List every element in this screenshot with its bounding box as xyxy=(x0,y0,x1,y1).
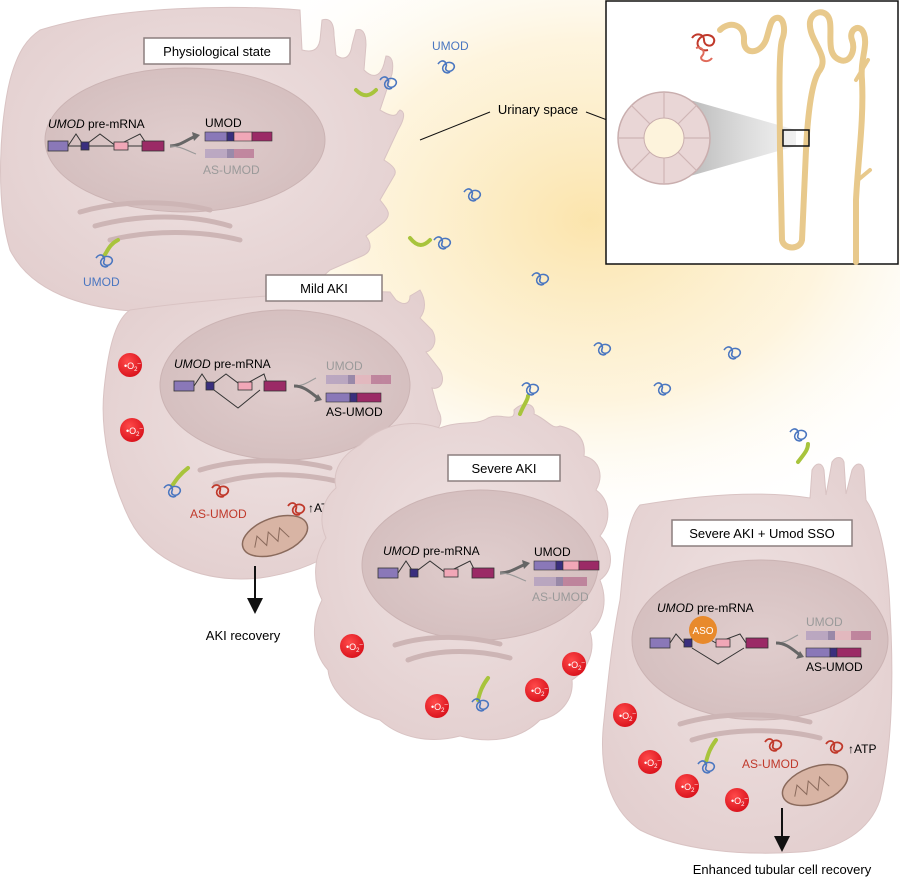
ros-badge xyxy=(638,750,662,774)
magnification-cone xyxy=(676,96,796,180)
cell-title-box xyxy=(671,519,853,547)
as-umod-protein xyxy=(764,738,783,752)
free-umod-label: UMOD xyxy=(432,39,469,53)
umod-protein xyxy=(95,238,120,268)
product-as-umod-label: AS-UMOD xyxy=(326,405,383,419)
ros-badge xyxy=(425,694,449,718)
as-umod-label: AS-UMOD xyxy=(190,507,247,521)
premrna-gene-model xyxy=(47,133,165,152)
ros-molecules: •O2– •O2– •O2– •O2– xyxy=(613,703,749,812)
as-umod-protein xyxy=(211,484,230,498)
ros-badge xyxy=(725,788,749,812)
ros-badge xyxy=(562,652,586,676)
ros-molecules: •O2– •O2– xyxy=(118,353,144,442)
premrna-gene-model xyxy=(173,373,287,409)
atp-label: ↑ATP xyxy=(848,742,876,756)
urinary-space-label: Urinary space xyxy=(498,102,578,117)
ros-badge xyxy=(525,678,549,702)
free-umod-proteins xyxy=(437,60,742,396)
aso-molecule xyxy=(689,616,717,644)
cell-title: Severe AKI + Umod SSO xyxy=(689,526,835,541)
product-as-umod-label: AS-UMOD xyxy=(203,163,260,177)
as-umod-protein xyxy=(287,502,306,516)
product-as-umod-label: AS-UMOD xyxy=(532,590,589,604)
product-as-umod-label: AS-UMOD xyxy=(806,660,863,674)
membrane-umod-proteins xyxy=(354,76,810,464)
product-umod-label: UMOD xyxy=(534,545,571,559)
endoplasmic-reticulum xyxy=(677,712,823,743)
as-umod-label: AS-UMOD xyxy=(742,757,799,771)
splice-arrows xyxy=(775,634,804,659)
mrna-as-umod xyxy=(205,149,254,158)
premrna-label: UMOD pre-mRNA xyxy=(657,601,754,615)
endoplasmic-reticulum xyxy=(77,200,243,243)
umod-protein xyxy=(697,738,718,774)
ros-symbol: •O2– xyxy=(126,426,144,438)
ros-symbol: •O2– xyxy=(346,642,364,654)
splice-arrows xyxy=(293,377,322,402)
outcome-label: Enhanced tubular cell recovery xyxy=(693,862,872,877)
nephron-inset xyxy=(605,0,899,265)
mitochondrion xyxy=(241,514,309,558)
ros-badge xyxy=(675,774,699,798)
mrna-umod xyxy=(204,131,273,142)
outcome-label: AKI recovery xyxy=(206,628,281,643)
ros-molecules: •O2– •O2– •O2– •O2– xyxy=(340,634,586,718)
mrna-as-umod xyxy=(805,647,862,658)
endoplasmic-reticulum xyxy=(197,458,343,487)
endoplasmic-reticulum xyxy=(392,634,513,663)
ros-badge xyxy=(613,703,637,727)
tubule-cross-section xyxy=(617,91,711,185)
ros-symbol: •O2– xyxy=(568,660,586,672)
nephron-tubule xyxy=(717,9,872,265)
mrna-as-umod xyxy=(325,392,382,403)
cell-title: Mild AKI xyxy=(300,281,348,296)
premrna-gene-model xyxy=(377,560,495,579)
cell-physiological: Physiological state UMOD pre-mRNA UMOD xyxy=(0,6,405,313)
cell-title-box xyxy=(143,37,291,65)
mrna-umod xyxy=(533,560,600,571)
product-umod-label: UMOD xyxy=(806,615,843,629)
ros-symbol: •O2– xyxy=(124,361,142,373)
ros-badge xyxy=(118,353,142,377)
ros-badge xyxy=(120,418,144,442)
premrna-label: UMOD pre-mRNA xyxy=(174,357,271,371)
ros-symbol: •O2– xyxy=(619,711,637,723)
glomerulus xyxy=(691,33,716,63)
umod-protein xyxy=(471,676,490,712)
mitochondrion xyxy=(781,763,849,807)
cell-title-box xyxy=(265,274,383,302)
premrna-label: UMOD pre-mRNA xyxy=(383,544,480,558)
aso-label: ASO xyxy=(692,626,713,637)
product-umod-label: UMOD xyxy=(205,116,242,130)
mrna-umod xyxy=(326,375,391,384)
ros-symbol: •O2– xyxy=(681,782,699,794)
splice-arrows xyxy=(169,132,200,155)
cell-title: Severe AKI xyxy=(471,461,536,476)
ros-symbol: •O2– xyxy=(431,702,449,714)
leader-line-left xyxy=(419,111,491,141)
cell-severe-aki-sso: Severe AKI + Umod SSO UMOD pre-mRNA ASO … xyxy=(602,457,893,877)
umod-protein-label: UMOD xyxy=(83,275,120,289)
mrna-umod xyxy=(806,631,871,640)
product-umod-label: UMOD xyxy=(326,359,363,373)
magnified-region-box xyxy=(782,129,810,147)
premrna-label: UMOD pre-mRNA xyxy=(48,117,145,131)
ros-badge xyxy=(340,634,364,658)
mrna-as-umod xyxy=(534,577,587,586)
ros-symbol: •O2– xyxy=(531,686,549,698)
ros-symbol: •O2– xyxy=(731,796,749,808)
as-umod-protein xyxy=(825,740,844,754)
umod-protein xyxy=(163,466,190,498)
ros-symbol: •O2– xyxy=(644,758,662,770)
cell-title-box xyxy=(447,454,561,482)
cell-title: Physiological state xyxy=(163,44,271,59)
splice-arrows xyxy=(499,560,530,582)
cell-severe-aki: Severe AKI UMOD pre-mRNA UMOD xyxy=(313,403,611,741)
